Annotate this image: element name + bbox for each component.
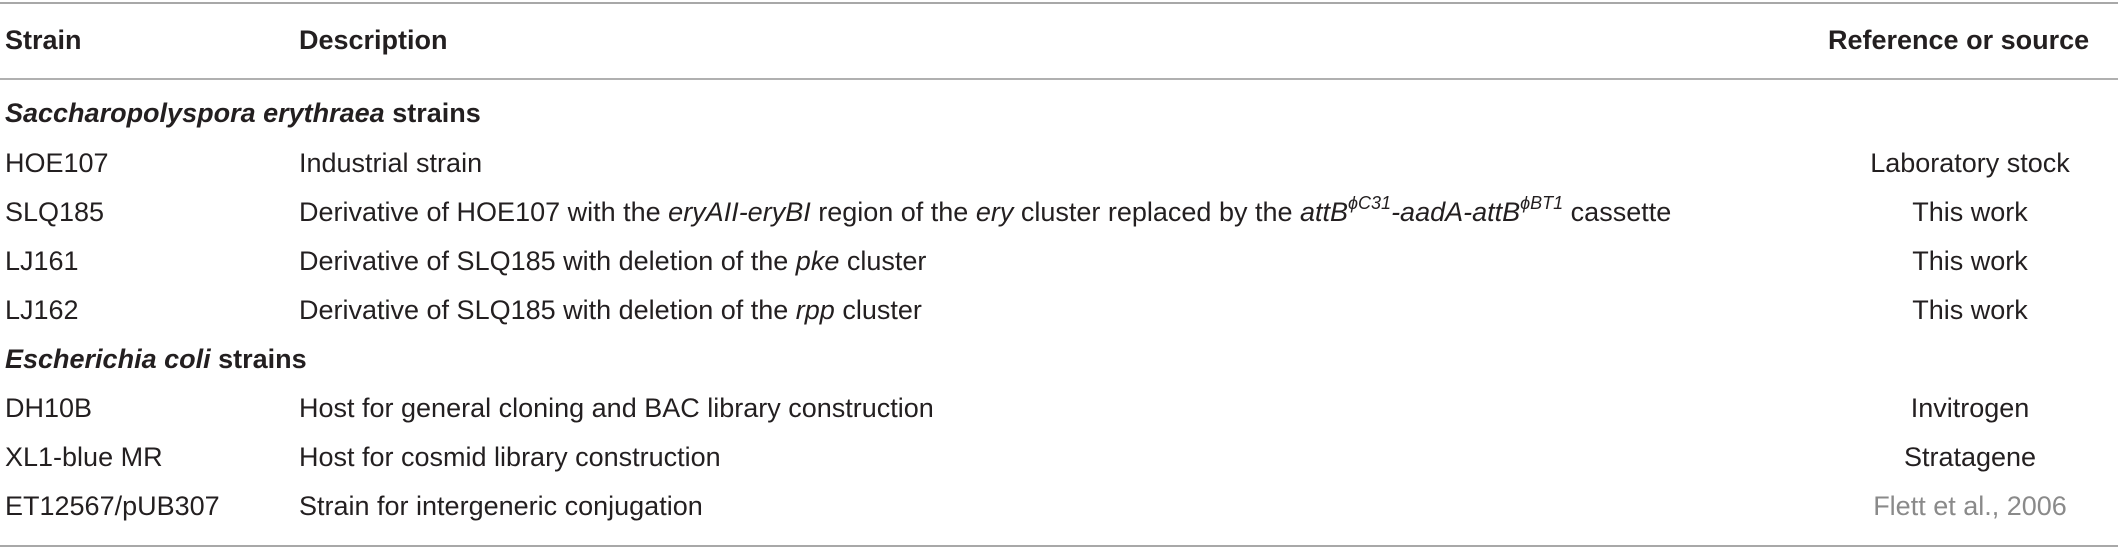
table-row: XL1-blue MR Host for cosmid library cons… [0, 433, 2118, 482]
header-reference: Reference or source [1828, 25, 2090, 55]
strain-cell: LJ162 [5, 295, 79, 325]
section-heading: Saccharopolyspora erythraea strains [0, 89, 2118, 138]
section-organism: Saccharopolyspora erythraea [5, 98, 385, 128]
description-text: cluster replaced by the [1013, 197, 1300, 227]
table-row: LJ162 Derivative of SLQ185 with deletion… [0, 286, 2118, 335]
strain-cell: LJ161 [5, 246, 79, 276]
gene-cluster: pke [795, 246, 840, 276]
section-organism: Escherichia coli [5, 344, 211, 374]
description-text: Host for general cloning and BAC library… [299, 393, 934, 423]
reference-cell: Stratagene [1903, 442, 2037, 472]
table-row: ET12567/pUB307 Strain for intergeneric c… [0, 482, 2118, 531]
description-text: cassette [1563, 197, 1672, 227]
section-suffix: strains [384, 98, 481, 128]
strain-cell: ET12567/pUB307 [5, 491, 220, 521]
description-text: Strain for intergeneric conjugation [299, 491, 703, 521]
description-cell: Derivative of SLQ185 with deletion of th… [299, 286, 922, 335]
table-bottom-rule [0, 545, 2118, 547]
strain-cell: XL1-blue MR [5, 442, 163, 472]
table-row: DH10B Host for general cloning and BAC l… [0, 384, 2118, 433]
reference-cell: Laboratory stock [1870, 148, 2070, 178]
header-strain: Strain [5, 25, 82, 55]
reference-cell: This work [1912, 246, 2028, 276]
description-text: Industrial strain [299, 148, 483, 178]
description-cell: Host for cosmid library construction [299, 433, 721, 482]
reference-cell: Invitrogen [1910, 393, 2030, 423]
table-top-rule [0, 2, 2118, 4]
strain-cell: SLQ185 [5, 197, 105, 227]
description-text: cluster [839, 246, 927, 276]
section-title: Escherichia coli strains [5, 335, 307, 384]
description-cell: Host for general cloning and BAC library… [299, 384, 934, 433]
description-text: cluster [834, 295, 922, 325]
header-description: Description [299, 25, 448, 55]
table-row: LJ161 Derivative of SLQ185 with deletion… [0, 237, 2118, 286]
reference-citation-link[interactable]: Flett et al., 2006 [1873, 491, 2067, 521]
description-cell: Strain for intergeneric conjugation [299, 482, 703, 531]
description-text: Derivative of SLQ185 with deletion of th… [299, 295, 796, 325]
description-cell: Derivative of HOE107 with the eryAII-ery… [299, 188, 1671, 237]
gene-region: eryAII-eryBI [668, 197, 811, 227]
table-header-rule [0, 78, 2118, 80]
reference-cell: This work [1912, 197, 2028, 227]
description-text: Derivative of HOE107 with the [299, 197, 669, 227]
att-site: attB [1300, 197, 1349, 227]
section-heading: Escherichia coli strains [0, 335, 2118, 384]
table-header-row: Strain Description Reference or source [0, 16, 2118, 65]
att-superscript: ϕC31 [1348, 193, 1392, 213]
description-text: Host for cosmid library construction [299, 442, 721, 472]
strain-cell: DH10B [5, 393, 93, 423]
description-cell: Derivative of SLQ185 with deletion of th… [299, 237, 926, 286]
att-superscript: ϕBT1 [1520, 193, 1564, 213]
section-title: Saccharopolyspora erythraea strains [5, 89, 481, 138]
table-row: HOE107 Industrial strain Laboratory stoc… [0, 139, 2118, 188]
table-row: SLQ185 Derivative of HOE107 with the ery… [0, 188, 2118, 237]
section-suffix: strains [210, 344, 307, 374]
gene-cluster: ery [975, 197, 1014, 227]
reference-cell: This work [1912, 295, 2028, 325]
description-text: region of the [810, 197, 976, 227]
description-text: Derivative of SLQ185 with deletion of th… [299, 246, 796, 276]
att-site: -aadA-attB [1391, 197, 1521, 227]
gene-cluster: rpp [795, 295, 835, 325]
strain-cell: HOE107 [5, 148, 109, 178]
description-cell: Industrial strain [299, 139, 482, 188]
